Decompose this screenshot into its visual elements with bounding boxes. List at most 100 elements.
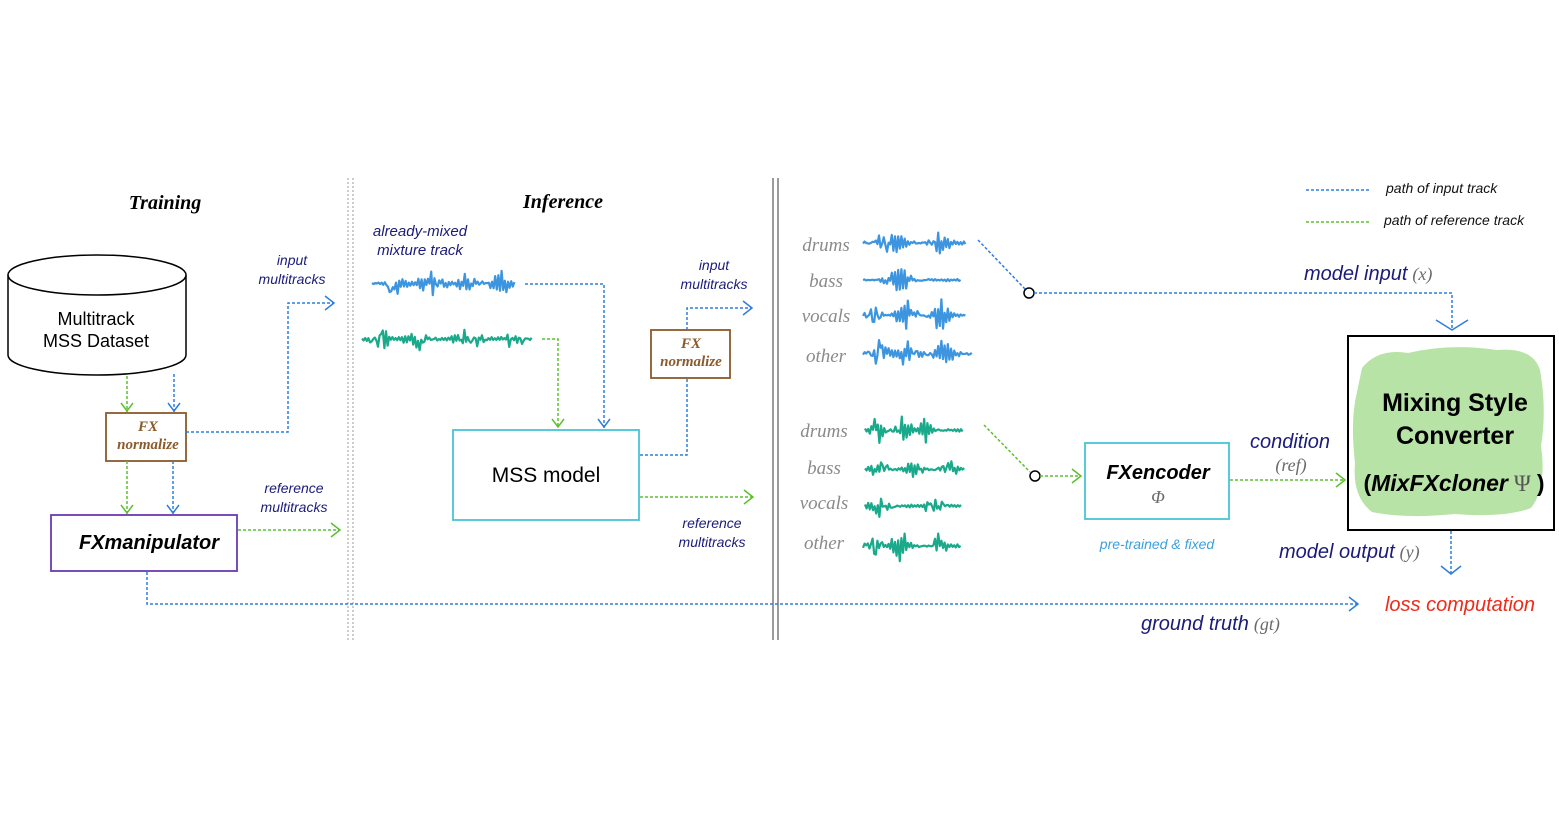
converter-name: MixFXcloner bbox=[1371, 470, 1509, 496]
arrowhead-chevron-icon bbox=[120, 504, 134, 515]
fxencoder-symbol: Φ bbox=[1151, 487, 1165, 507]
arrowhead-chevron-icon bbox=[742, 300, 754, 316]
input-stem-vocals: vocals bbox=[802, 306, 851, 327]
mixture-track-line1: already-mixed bbox=[373, 223, 468, 240]
arrowhead-chevron-icon bbox=[324, 295, 336, 311]
condition-symbol: (ref) bbox=[1275, 455, 1306, 476]
arrowhead-chevron-icon bbox=[120, 402, 134, 413]
reference-mixture-waveform-icon bbox=[361, 328, 533, 352]
fxencoder-title: FXencoder bbox=[1106, 462, 1211, 484]
reference-stem-labels: drums bass vocals other bbox=[800, 421, 849, 554]
open-circle-switch-icon bbox=[1023, 287, 1035, 299]
model-input-text: model input bbox=[1304, 263, 1409, 285]
converter-line2: Converter bbox=[1396, 422, 1514, 450]
fx-normalize-inference-line2: normalize bbox=[660, 354, 722, 370]
model-input-path bbox=[1034, 292, 1453, 328]
input-switch-lever bbox=[977, 239, 1027, 291]
train-input-multitracks-path bbox=[186, 302, 334, 433]
mss-model-label: MSS model bbox=[492, 464, 601, 487]
ground-truth-text: ground truth bbox=[1141, 613, 1249, 635]
inf-input-multitracks-line1: input bbox=[699, 257, 730, 273]
fxencoder-box bbox=[1084, 442, 1230, 520]
inf-reference-multitracks-line2: multitracks bbox=[679, 534, 746, 550]
reference-other-waveform-icon bbox=[861, 532, 962, 563]
arrowhead-chevron-icon bbox=[1348, 596, 1360, 612]
inf-reference-multitracks-line1: reference bbox=[682, 515, 741, 531]
arrowhead-chevron-icon bbox=[551, 418, 565, 429]
ground-truth-path bbox=[146, 572, 1358, 605]
database-cylinder-icon bbox=[7, 254, 187, 376]
reference-vocals-waveform-icon bbox=[863, 497, 962, 518]
arrowhead-chevron-icon bbox=[330, 522, 342, 538]
training-title: Training bbox=[129, 192, 202, 214]
input-other-waveform-icon bbox=[862, 339, 973, 366]
reference-stem-bass: bass bbox=[807, 458, 841, 479]
fx-normalize-training-line2: normalize bbox=[117, 437, 179, 453]
mss-input-multitracks-path bbox=[640, 378, 688, 456]
input-stem-labels: drums bass vocals other bbox=[802, 235, 851, 367]
reference-stem-vocals: vocals bbox=[800, 493, 849, 514]
converter-line1: Mixing Style bbox=[1382, 389, 1528, 417]
fx-normalize-inference-line1: FX bbox=[680, 336, 702, 352]
train-input-multitracks-line1: input bbox=[277, 252, 308, 268]
model-output-text: model output bbox=[1279, 541, 1396, 563]
input-vocals-waveform-icon bbox=[862, 298, 966, 330]
mixture-track-line2: mixture track bbox=[377, 242, 464, 259]
legend-reference-path-label: path of reference track bbox=[1383, 212, 1525, 228]
reference-drums-waveform-icon bbox=[864, 415, 964, 444]
fxencoder-note: pre-trained & fixed bbox=[1099, 536, 1216, 552]
input-stem-bass: bass bbox=[809, 271, 843, 292]
reference-bass-waveform-icon bbox=[864, 460, 965, 478]
input-drums-waveform-icon bbox=[862, 231, 967, 255]
input-bass-waveform-icon bbox=[862, 268, 962, 292]
mixture-waveform-icon bbox=[371, 269, 516, 297]
arrowhead-chevron-icon bbox=[743, 489, 755, 505]
reference-stem-other: other bbox=[804, 533, 845, 554]
model-output-label: model output(y) bbox=[1279, 541, 1420, 563]
input-stem-other: other bbox=[806, 346, 847, 367]
reference-switch-lever bbox=[983, 424, 1031, 473]
dataset-label-line2: MSS Dataset bbox=[43, 331, 149, 351]
train-reference-multitracks-line2: multitracks bbox=[261, 499, 328, 515]
condition-label: condition bbox=[1250, 431, 1330, 453]
mss-model-box bbox=[452, 429, 640, 521]
arrowhead-chevron-icon bbox=[167, 402, 181, 413]
inference-input-path bbox=[525, 283, 605, 428]
input-stem-drums: drums bbox=[802, 235, 850, 256]
fx-normalize-box-inference bbox=[650, 329, 731, 379]
arrowhead-chevron-icon bbox=[1071, 468, 1083, 484]
fxnorm-to-input-multitracks-path bbox=[686, 307, 752, 330]
arrowhead-chevron-icon bbox=[1435, 319, 1469, 331]
inference-reference-path bbox=[542, 338, 559, 428]
model-output-symbol: (y) bbox=[1400, 542, 1420, 563]
fxmanipulator-box bbox=[50, 514, 238, 572]
train-input-multitracks-line2: multitracks bbox=[259, 271, 326, 287]
fx-normalize-box-training bbox=[105, 412, 187, 462]
dataset-label-line1: Multitrack bbox=[57, 309, 135, 329]
converter-green-fill bbox=[1352, 347, 1544, 517]
model-input-symbol: (x) bbox=[1412, 264, 1432, 285]
loss-computation-label: loss computation bbox=[1385, 594, 1535, 616]
reference-stem-drums: drums bbox=[800, 421, 848, 442]
inference-title: Inference bbox=[522, 191, 603, 213]
ground-truth-symbol: (gt) bbox=[1254, 614, 1280, 635]
waveforms-group bbox=[361, 231, 973, 563]
arrowhead-chevron-icon bbox=[1440, 565, 1462, 575]
converter-paren-close: ) bbox=[1537, 470, 1545, 496]
converter-paren-open: ( bbox=[1363, 470, 1371, 496]
arrowhead-chevron-icon bbox=[166, 504, 180, 515]
arrowhead-chevron-icon bbox=[597, 418, 611, 429]
arrowhead-chevron-icon bbox=[1335, 472, 1347, 488]
converter-symbol: Ψ bbox=[1514, 471, 1531, 496]
model-input-label: model input(x) bbox=[1304, 263, 1432, 285]
train-reference-multitracks-line1: reference bbox=[264, 480, 323, 496]
ground-truth-label: ground truth(gt) bbox=[1141, 613, 1280, 635]
inf-input-multitracks-line2: multitracks bbox=[681, 276, 748, 292]
fx-normalize-training-line1: FX bbox=[137, 419, 159, 435]
legend-input-path-label: path of input track bbox=[1385, 180, 1498, 196]
fxmanipulator-label: FXmanipulator bbox=[79, 532, 220, 554]
open-circle-switch-icon bbox=[1029, 470, 1041, 482]
